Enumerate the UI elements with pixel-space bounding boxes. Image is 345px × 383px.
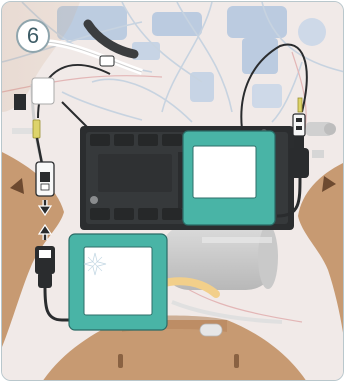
module-top-wire (240, 43, 308, 130)
sparkle-icon (83, 252, 107, 276)
lower-plug-connector (35, 246, 55, 288)
left-screw-tab (10, 178, 24, 194)
step-number-badge: 6 (16, 19, 50, 53)
right-screw-tab (322, 176, 336, 192)
upper-teal-card (182, 130, 276, 226)
lower-card-cable (43, 287, 74, 322)
interior-blue-parts (57, 6, 326, 108)
tube-cap (199, 323, 223, 337)
torso-slot (118, 354, 123, 368)
lower-torso-skin (43, 320, 306, 380)
white-tube (171, 300, 283, 324)
top-left-cable-bundle (41, 19, 143, 75)
right-chest-skin (298, 163, 343, 333)
grey-cylinder (160, 224, 278, 290)
direction-arrows-icon (37, 200, 53, 240)
upper-plug-connector (35, 161, 55, 197)
left-yellow-connector (32, 119, 41, 139)
right-connector (289, 97, 309, 178)
right-bracket (306, 122, 336, 158)
left-white-block (31, 77, 55, 105)
module-screw (90, 196, 98, 204)
torso-slot (234, 354, 239, 368)
left-chest-skin (2, 152, 64, 347)
lower-teal-card (68, 233, 168, 331)
